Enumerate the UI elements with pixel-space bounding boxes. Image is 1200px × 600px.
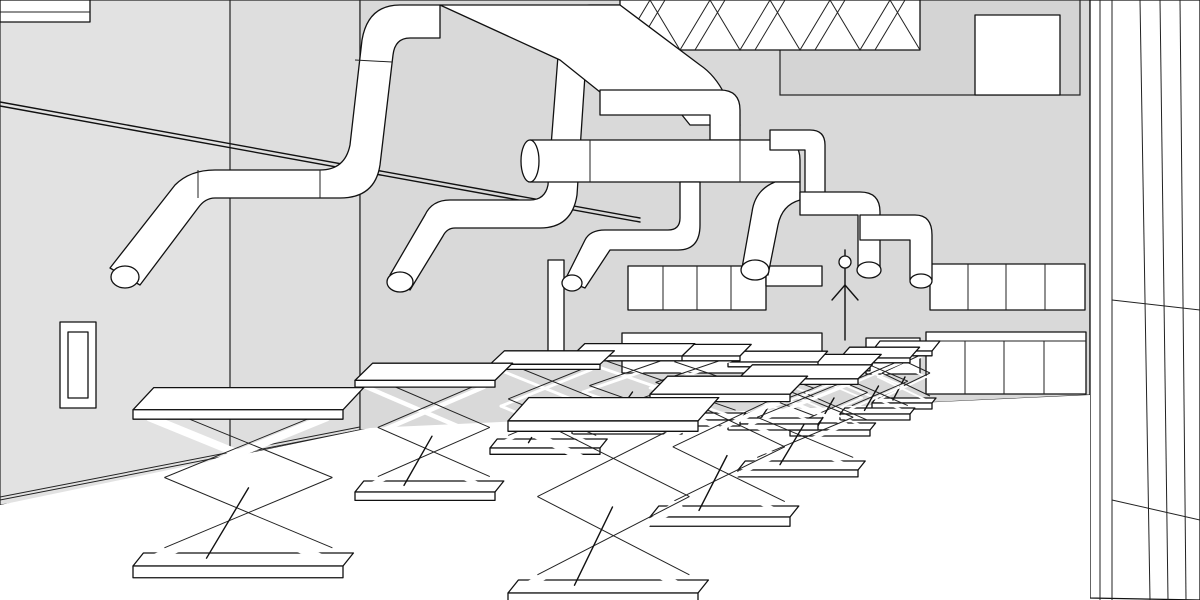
exhaust-ductwork xyxy=(109,4,933,293)
lift-platform-top xyxy=(649,375,809,395)
scissor-arm-fill xyxy=(499,368,593,408)
eyewash-station xyxy=(831,249,859,341)
lift-base-plate xyxy=(132,565,344,579)
lift-tables xyxy=(132,340,941,600)
roof-truss xyxy=(0,0,921,51)
lift-cylinder xyxy=(779,423,805,466)
lift-base-plate xyxy=(737,469,859,478)
scissor-arm-rear xyxy=(803,391,868,421)
scissor-arm-fill xyxy=(150,483,326,563)
lift-platform-edge xyxy=(132,409,344,420)
scissor-arm-rear xyxy=(851,380,908,407)
lift-cylinder xyxy=(205,487,250,559)
scissor-arm-rear xyxy=(537,496,690,576)
right-wall xyxy=(1089,0,1200,600)
scissor-arm-fill xyxy=(366,384,486,439)
lift-cylinder xyxy=(863,385,880,412)
scissor-arm-fill xyxy=(846,385,904,412)
lift-table xyxy=(737,364,874,478)
upper-cabinets-right xyxy=(929,263,1086,311)
scissor-arm-fill xyxy=(581,359,675,394)
lift-platform-edge xyxy=(354,379,496,388)
lift-platform-top xyxy=(354,362,514,382)
scissor-arm-fill xyxy=(523,425,687,511)
lift-cylinder xyxy=(573,506,614,586)
wall-panel xyxy=(59,321,97,409)
scissor-arm-fill xyxy=(748,382,851,427)
scissor-arm-rear xyxy=(672,446,786,503)
scissor-arm-rear xyxy=(377,426,491,478)
lift-base-plate xyxy=(354,491,496,502)
scissor-arm-rear xyxy=(164,477,333,549)
lift-base-plate xyxy=(507,592,699,600)
scissor-arm-fill xyxy=(523,503,683,589)
scissor-arm-fill xyxy=(661,398,781,458)
lift-table xyxy=(507,396,720,600)
lift-cylinder xyxy=(698,454,728,512)
scissor-arm-fill xyxy=(150,413,331,492)
lift-platform-top xyxy=(507,396,720,422)
scissor-arm-fill xyxy=(661,453,779,513)
scissor-arm-rear xyxy=(757,416,854,458)
lift-cylinder xyxy=(403,435,433,487)
scissor-arm-fill xyxy=(748,422,848,467)
lift-table xyxy=(649,375,809,527)
lift-base-plate xyxy=(489,447,601,455)
scissor-arm-fill xyxy=(877,353,929,378)
lift-platform-top xyxy=(132,386,365,411)
lift-table xyxy=(354,362,514,502)
lift-base-plate xyxy=(839,413,911,421)
lift-platform-top xyxy=(489,350,616,365)
lift-table xyxy=(132,386,365,579)
lift-platform-edge xyxy=(507,420,699,432)
door xyxy=(547,259,565,361)
lift-base-plate xyxy=(649,516,791,527)
scissor-arm-fill xyxy=(366,434,484,488)
